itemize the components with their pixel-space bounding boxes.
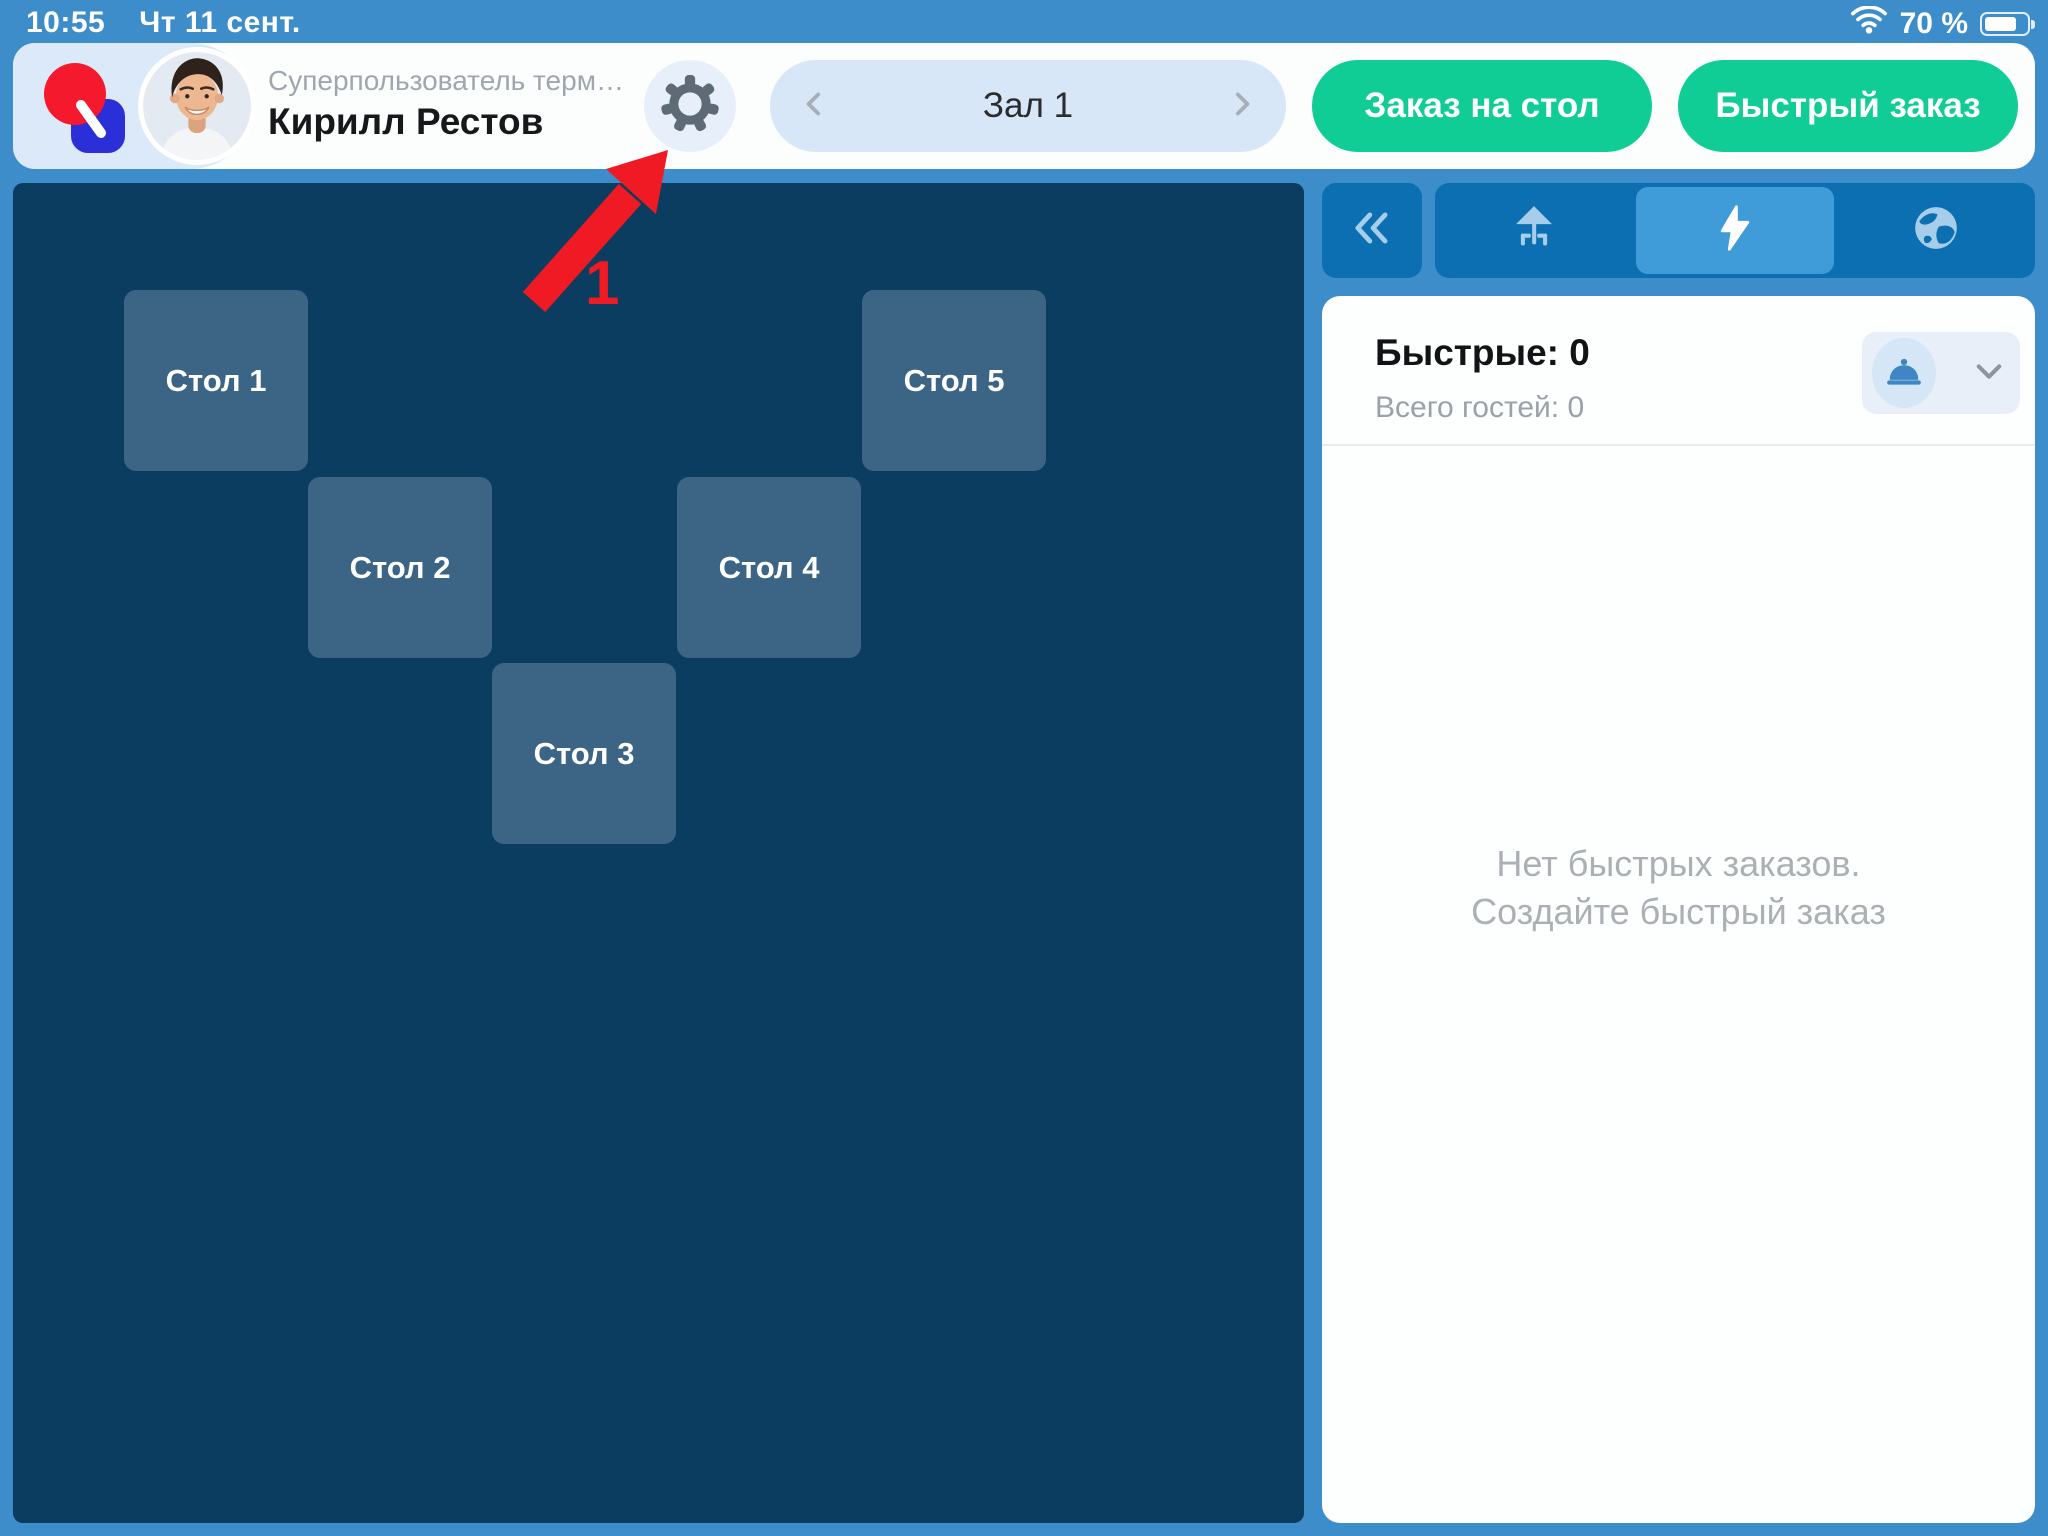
- user-role-label: Суперпользователь термин…: [268, 65, 638, 96]
- status-time: 10:55: [26, 6, 106, 39]
- header-bar: Суперпользователь термин… Кирилл Рестов: [13, 43, 2035, 169]
- chevron-right-icon[interactable]: [1224, 87, 1258, 126]
- quick-orders-count-label: Быстрые: 0: [1375, 332, 1590, 373]
- floor-plan: Стол 1 Стол 2 Стол 3 Стол 4 Стол 5: [13, 183, 1304, 1523]
- sidebar-tabs: [1435, 183, 2035, 278]
- gear-icon: [659, 73, 721, 140]
- table-2[interactable]: Стол 2: [308, 477, 492, 658]
- hall-selector[interactable]: Зал 1: [770, 60, 1286, 152]
- empty-state-line2: Создайте быстрый заказ: [1471, 891, 1886, 932]
- order-on-table-button[interactable]: Заказ на стол: [1312, 60, 1652, 152]
- table-3[interactable]: Стол 3: [492, 663, 676, 844]
- panel-divider: [1322, 444, 2035, 446]
- empty-state-message: Нет быстрых заказов. Создайте быстрый за…: [1322, 840, 2035, 936]
- battery-icon: [1980, 12, 2035, 36]
- double-chevron-left-icon: [1348, 206, 1396, 255]
- globe-icon: [1911, 203, 1961, 258]
- battery-percent: 70 %: [1899, 7, 1968, 40]
- app-logo[interactable]: [39, 61, 131, 157]
- quick-order-button[interactable]: Быстрый заказ: [1678, 60, 2018, 152]
- guests-total-label: Всего гостей: 0: [1375, 391, 1585, 424]
- empty-state-line1: Нет быстрых заказов.: [1496, 843, 1861, 884]
- sidebar-collapse-button[interactable]: [1322, 183, 1422, 278]
- wifi-icon: [1850, 5, 1888, 42]
- table-5[interactable]: Стол 5: [862, 290, 1046, 471]
- lightning-icon: [1718, 204, 1752, 257]
- hall-name-label: Зал 1: [982, 86, 1074, 125]
- settings-button[interactable]: [644, 60, 736, 152]
- status-bar: 10:55 Чт 11 сент. 70 %: [0, 0, 2048, 43]
- tab-delivery[interactable]: [1838, 183, 2035, 278]
- chevron-left-icon[interactable]: [798, 87, 832, 126]
- chevron-down-icon: [1972, 356, 2006, 391]
- cloche-icon: [1872, 338, 1936, 408]
- status-date: Чт 11 сент.: [139, 6, 301, 39]
- table-1[interactable]: Стол 1: [124, 290, 308, 471]
- user-name-label: Кирилл Рестов: [268, 101, 544, 142]
- tab-quick-orders[interactable]: [1636, 187, 1834, 274]
- tab-terrace[interactable]: [1435, 183, 1632, 278]
- user-avatar[interactable]: [138, 47, 256, 165]
- terrace-icon: [1509, 203, 1559, 258]
- quick-orders-panel: Быстрые: 0 Всего гостей: 0 Нет быстрых з…: [1322, 296, 2035, 1523]
- table-4[interactable]: Стол 4: [677, 477, 861, 658]
- order-type-dropdown[interactable]: [1862, 332, 2020, 414]
